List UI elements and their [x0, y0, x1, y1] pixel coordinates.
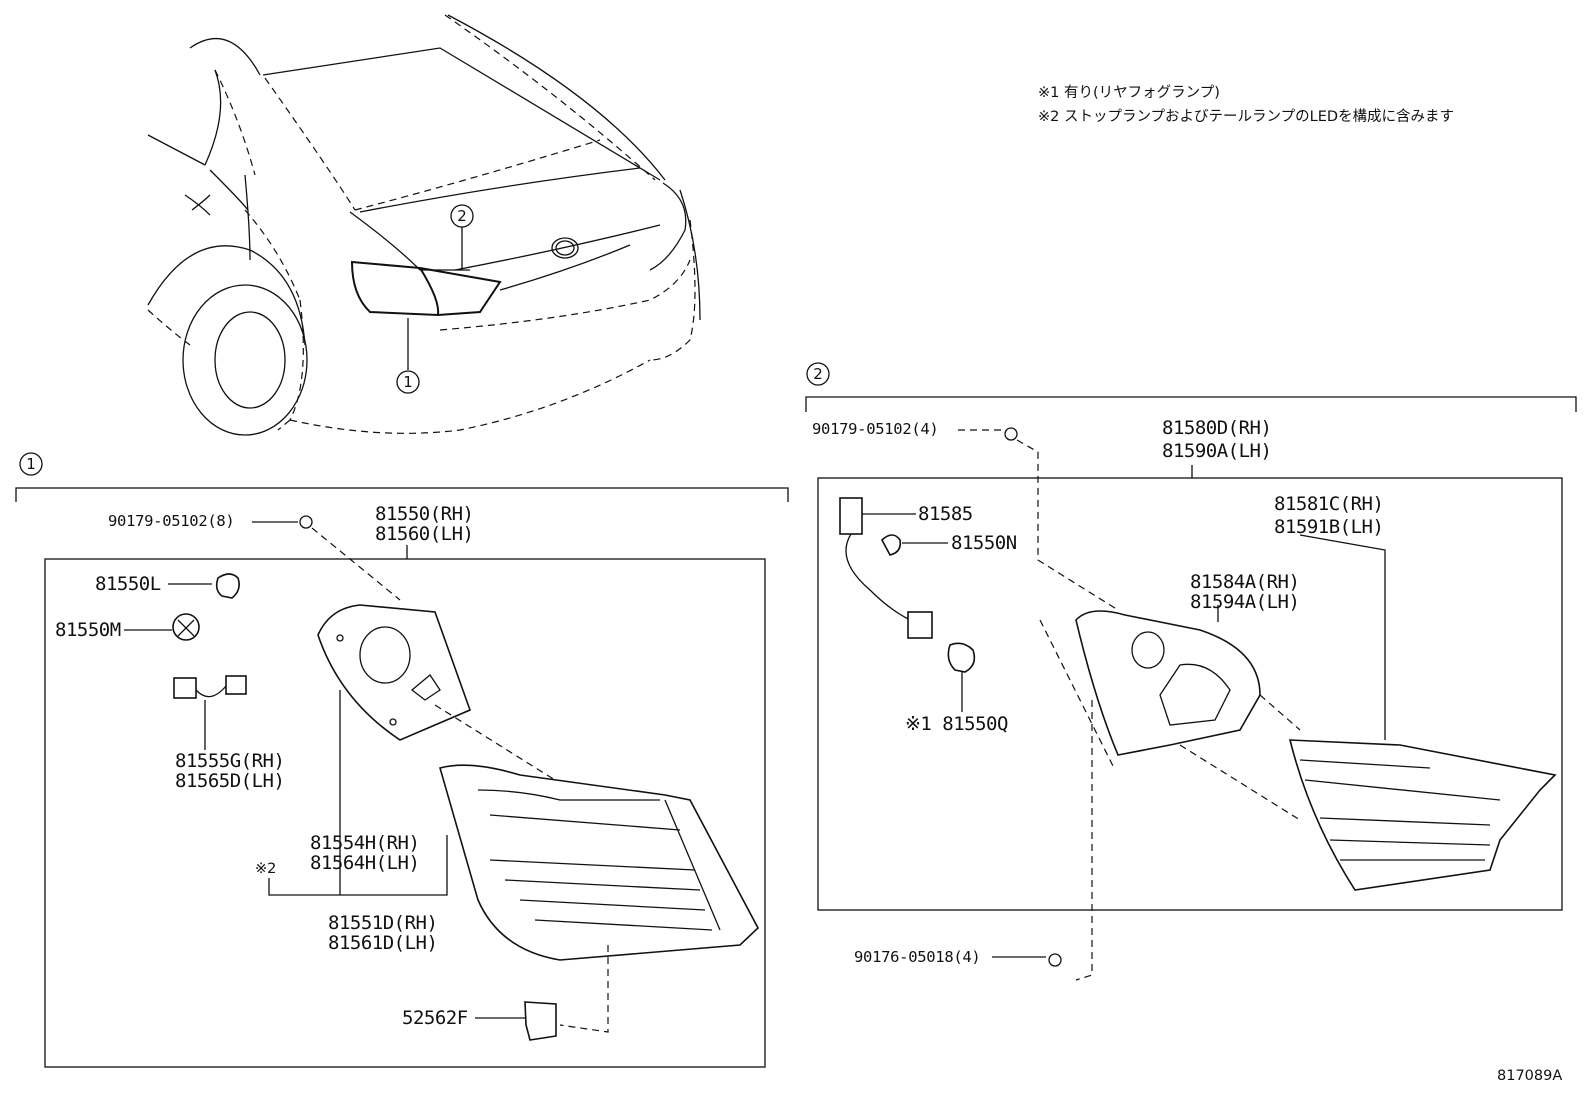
group-2: 2 90179-05102(4) 81580D(RH) 81590A(LH) 8…: [805, 362, 1577, 981]
g1-socket-label: 81550M: [55, 619, 121, 641]
g2-assy-lh: 81590A(LH): [1162, 440, 1271, 462]
g1-gasket-lh: 81564H(LH): [310, 852, 419, 874]
callout-1-car: 1: [403, 373, 413, 391]
screw-icon: [299, 515, 313, 529]
g2-fog-bulb-label: ※1 81550Q: [905, 713, 1008, 735]
car-rear-illustration: 2 1: [147, 14, 701, 436]
g2-bulb-icon: [881, 534, 902, 556]
g1-wire-rh: 81555G(RH): [175, 750, 284, 772]
g1-clip-label: 52562F: [402, 1007, 468, 1029]
g1-screw-label: 90179-05102(8): [108, 512, 234, 530]
gasket-part: [317, 604, 472, 741]
g2-lens-part: [1288, 739, 1557, 891]
g2-bulb-label: 81550N: [951, 532, 1017, 554]
socket-icon: [172, 613, 200, 641]
g1-bulb-label: 81550L: [95, 573, 161, 595]
g1-assy-lh: 81560(LH): [375, 523, 473, 545]
g2-socket-wire-icon: [839, 497, 933, 639]
g1-assy-rh: 81550(RH): [375, 503, 473, 525]
g1-wire-lh: 81565D(LH): [175, 770, 284, 792]
bulb-icon: [215, 573, 240, 599]
wire-harness-icon: [173, 675, 247, 699]
g2-screw-bottom-label: 90176-05018(4): [854, 948, 980, 966]
callout-2-car: 2: [457, 207, 467, 225]
fog-bulb-icon: [947, 642, 976, 673]
screw-icon-top: [1004, 427, 1018, 441]
g2-gasket-lh: 81594A(LH): [1190, 591, 1299, 613]
g1-note-mark: ※2: [255, 861, 276, 877]
g2-screw-top-label: 90179-05102(4): [812, 420, 938, 438]
g1-gasket-rh: 81554H(RH): [310, 832, 419, 854]
g2-gasket-rh: 81584A(RH): [1190, 571, 1299, 593]
g1-lens-lh: 81561D(LH): [328, 932, 437, 954]
figure-id: 817089A: [1497, 1068, 1562, 1084]
group-1: 1 90179-05102(8) 81550(RH) 81560(LH) 815…: [15, 452, 789, 1068]
clip-icon: [524, 1001, 557, 1041]
screw-icon-bottom: [1048, 953, 1062, 967]
g2-lens-rh: 81581C(RH): [1274, 493, 1383, 515]
note-1: ※1 有り(リヤフォグランプ): [1038, 84, 1220, 101]
callout-1-section: 1: [26, 455, 36, 473]
callout-2-section: 2: [813, 365, 823, 383]
g1-lens-rh: 81551D(RH): [328, 912, 437, 934]
g2-assy-rh: 81580D(RH): [1162, 417, 1271, 439]
g2-lens-lh: 81591B(LH): [1274, 516, 1383, 538]
g2-socket-wire-label: 81585: [918, 503, 973, 525]
note-2: ※2 ストップランプおよびテールランプのLEDを構成に含みます: [1038, 108, 1454, 125]
tail-lamp-lens: [439, 764, 759, 961]
